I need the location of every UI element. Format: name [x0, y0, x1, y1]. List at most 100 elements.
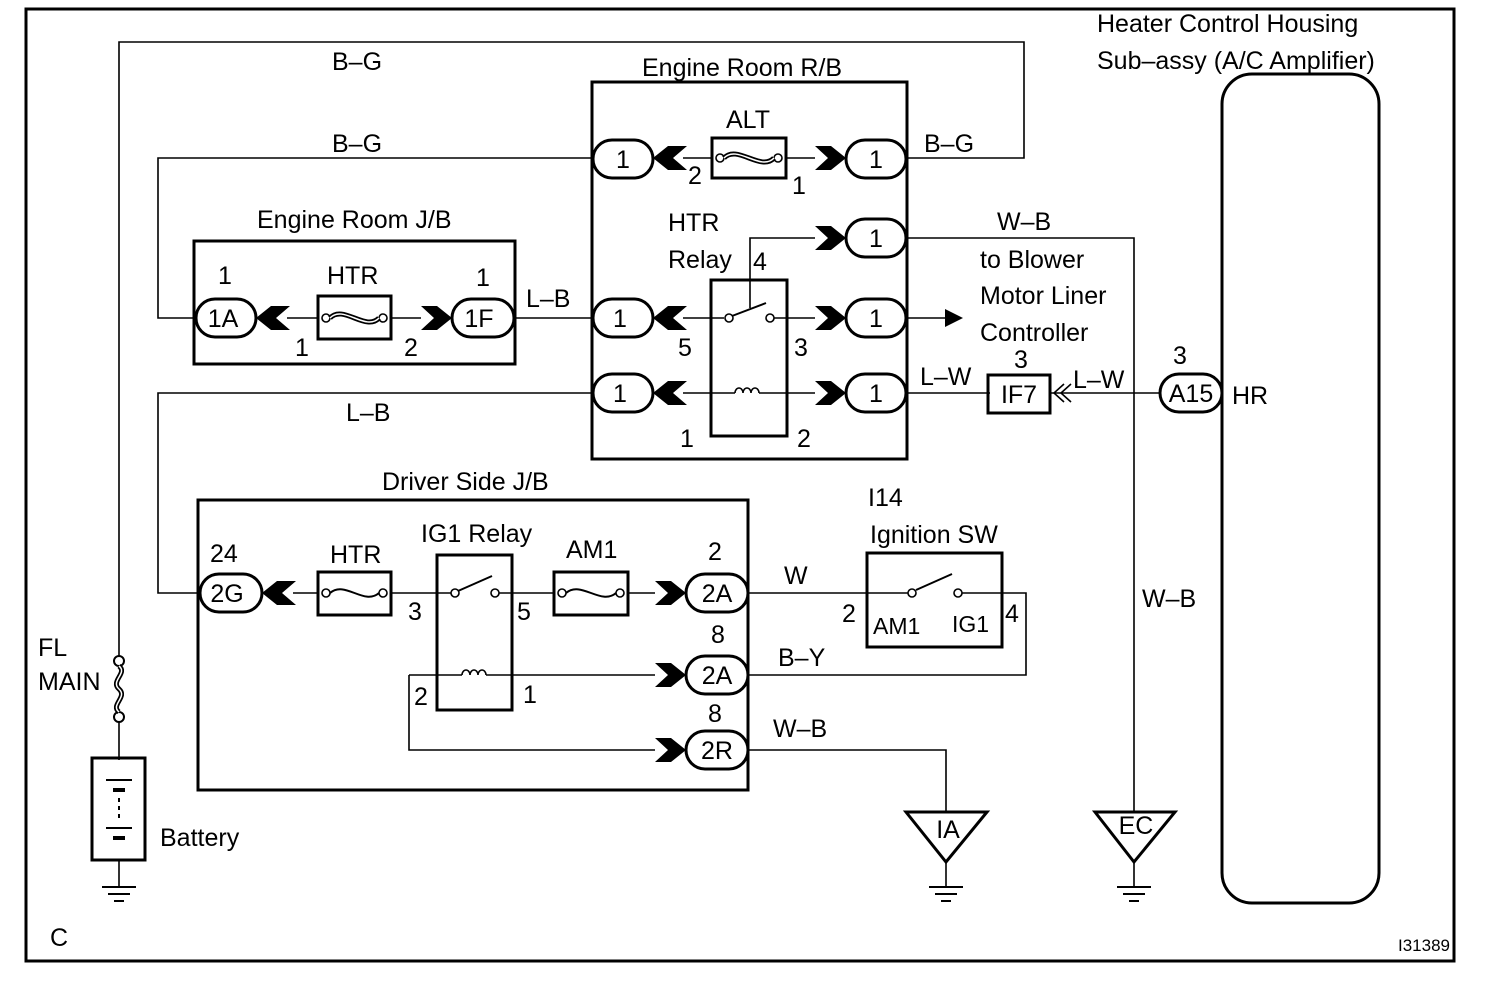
if7-connector [986, 373, 1052, 415]
a15-hr: HR [1232, 382, 1268, 410]
jb-htr-pin-1: 1 [295, 334, 309, 362]
svg-text:1: 1 [613, 305, 627, 333]
svg-text:2R: 2R [701, 737, 733, 765]
diagram-frame [24, 7, 1456, 963]
svg-text:2A: 2A [702, 662, 733, 690]
htr-relay-box [709, 278, 789, 438]
wire-wb-vertical: W–B [1142, 585, 1196, 613]
htr-relay-label-1: HTR [668, 209, 719, 237]
blower-label-2: Motor Liner [980, 282, 1106, 310]
svg-text:1: 1 [869, 305, 883, 333]
rb-terminal-chevrons [653, 146, 963, 405]
ignition-id: I14 [868, 484, 903, 512]
rb-connector-alt-right: 1 [844, 138, 908, 180]
svg-text:1A: 1A [208, 305, 239, 333]
rb-connector-left-mid: 1 [591, 297, 655, 339]
jb-connector-1a: 1A [194, 297, 258, 339]
svg-text:2A: 2A [702, 580, 733, 608]
wire-bg-mid: B–G [332, 130, 382, 158]
ignition-name: Ignition SW [870, 521, 998, 549]
wire-lw-left: L–W [920, 363, 972, 391]
jb-1f-pin: 1 [476, 264, 490, 292]
blower-label-1: to Blower [980, 246, 1084, 274]
fl-main-label: MAIN [38, 668, 101, 696]
ig1-pin-3: 3 [408, 598, 422, 626]
dsjb-connector-2g: 2G [198, 572, 264, 614]
ignition-ig1: IG1 [952, 611, 989, 637]
relay-pin-5: 5 [678, 334, 692, 362]
ig1-pin-1: 1 [523, 681, 537, 709]
wire-lw-right: L–W [1073, 366, 1125, 394]
blower-label-3: Controller [980, 319, 1088, 347]
jb-1a-pin: 1 [218, 262, 232, 290]
ignition-switch-box [865, 551, 1004, 649]
engine-room-rb-box [590, 80, 909, 461]
svg-text:1F: 1F [464, 305, 493, 333]
wire-wb-top: W–B [997, 208, 1051, 236]
alt-fuse-label: ALT [726, 106, 770, 134]
ignition-pin-2: 2 [842, 600, 856, 628]
wire-bg-right: B–G [924, 130, 974, 158]
driver-side-jb-label: Driver Side J/B [382, 468, 549, 496]
ig1-relay-label: IG1 Relay [421, 520, 533, 548]
driver-side-jb-box [196, 498, 750, 792]
if7-terminal-mark [1052, 383, 1072, 403]
ig1-pin-2: 2 [414, 683, 428, 711]
wires [118, 41, 1162, 812]
engine-room-rb-label: Engine Room R/B [642, 54, 842, 82]
jb-htr-fuse [287, 294, 421, 341]
dsjb-terminal-chevrons [262, 581, 686, 762]
if7-pin: 3 [1014, 346, 1028, 374]
jb-htr-label: HTR [327, 262, 378, 290]
dsjb-am1-label: AM1 [566, 536, 617, 564]
rb-connector-left-bot: 1 [591, 372, 655, 414]
if7-label: IF7 [1001, 381, 1037, 409]
rb-connector-right-mid: 1 [844, 297, 908, 339]
rb-connector-right-top: 1 [844, 217, 908, 259]
rb-connector-right-bot: 1 [844, 372, 908, 414]
battery-symbol [90, 756, 147, 902]
dsjb-am1-fuse [552, 570, 630, 617]
ignition-pin-4: 4 [1005, 600, 1019, 628]
a15-pin: 3 [1173, 342, 1187, 370]
svg-text:A15: A15 [1169, 380, 1213, 408]
wire-bg-top: B–G [332, 48, 382, 76]
fl-label: FL [38, 634, 67, 662]
rb-connector-alt-left: 1 [591, 138, 655, 180]
alt-pin-1: 1 [792, 172, 806, 200]
svg-text:IA: IA [936, 816, 960, 844]
wire-lb-left: L–B [346, 399, 390, 427]
ig1-pin-5: 5 [517, 598, 531, 626]
svg-text:1: 1 [869, 225, 883, 253]
figure-id: I31389 [1398, 936, 1450, 955]
ground-ec: EC [1091, 810, 1179, 902]
svg-text:1: 1 [869, 146, 883, 174]
dsjb-2a-top-pin: 2 [708, 538, 722, 566]
wire-w: W [784, 562, 808, 590]
battery-label: Battery [160, 824, 240, 852]
svg-text:1: 1 [616, 146, 630, 174]
alt-fuse [683, 136, 815, 180]
engine-room-jb-label: Engine Room J/B [257, 206, 452, 234]
dsjb-htr-label: HTR [330, 541, 381, 569]
ac-amplifier-label-2: Sub–assy (A/C Amplifier) [1097, 47, 1375, 75]
dsjb-2r-pin: 8 [708, 700, 722, 728]
svg-text:1: 1 [613, 380, 627, 408]
svg-text:2G: 2G [210, 580, 243, 608]
alt-pin-2: 2 [688, 162, 702, 190]
htr-relay-label-2: Relay [668, 246, 732, 274]
ig1-relay-box [435, 553, 514, 712]
jb-terminal-chevrons [256, 306, 452, 330]
jb-htr-pin-2: 2 [404, 334, 418, 362]
svg-text:EC: EC [1119, 812, 1154, 840]
dsjb-2a-mid-pin: 8 [711, 621, 725, 649]
wire-by: B–Y [778, 644, 826, 672]
dsjb-internal-wiring [293, 592, 655, 751]
ignition-switch-contacts [907, 573, 963, 598]
dsjb-connector-2a-top: 2A [684, 572, 750, 614]
ground-ia: IA [902, 810, 991, 902]
relay-pin-1: 1 [680, 425, 694, 453]
ac-amplifier-label-1: Heater Control Housing [1097, 10, 1358, 38]
dsjb-connector-2a-mid: 2A [684, 654, 750, 696]
